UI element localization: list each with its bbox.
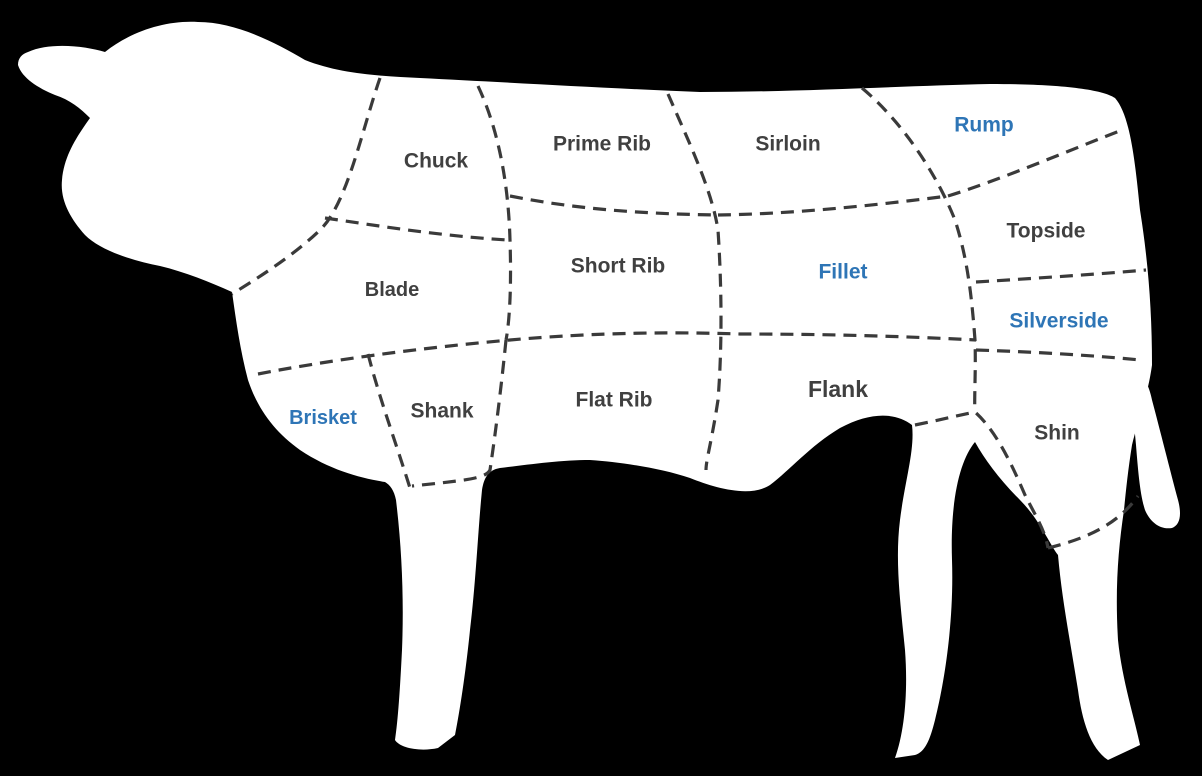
label-shin: Shin [1034,422,1080,445]
label-silverside: Silverside [1009,310,1108,333]
label-prime-rib: Prime Rib [553,133,651,156]
label-sirloin: Sirloin [755,133,820,156]
label-shank: Shank [410,400,473,423]
label-fillet: Fillet [818,261,867,284]
label-flat-rib: Flat Rib [576,389,653,412]
label-blade: Blade [365,279,419,301]
label-flank: Flank [808,376,868,402]
label-chuck: Chuck [404,150,469,173]
label-rump: Rump [954,114,1014,137]
label-topside: Topside [1007,220,1086,243]
label-brisket: Brisket [289,407,357,429]
label-short-rib: Short Rib [571,255,666,278]
